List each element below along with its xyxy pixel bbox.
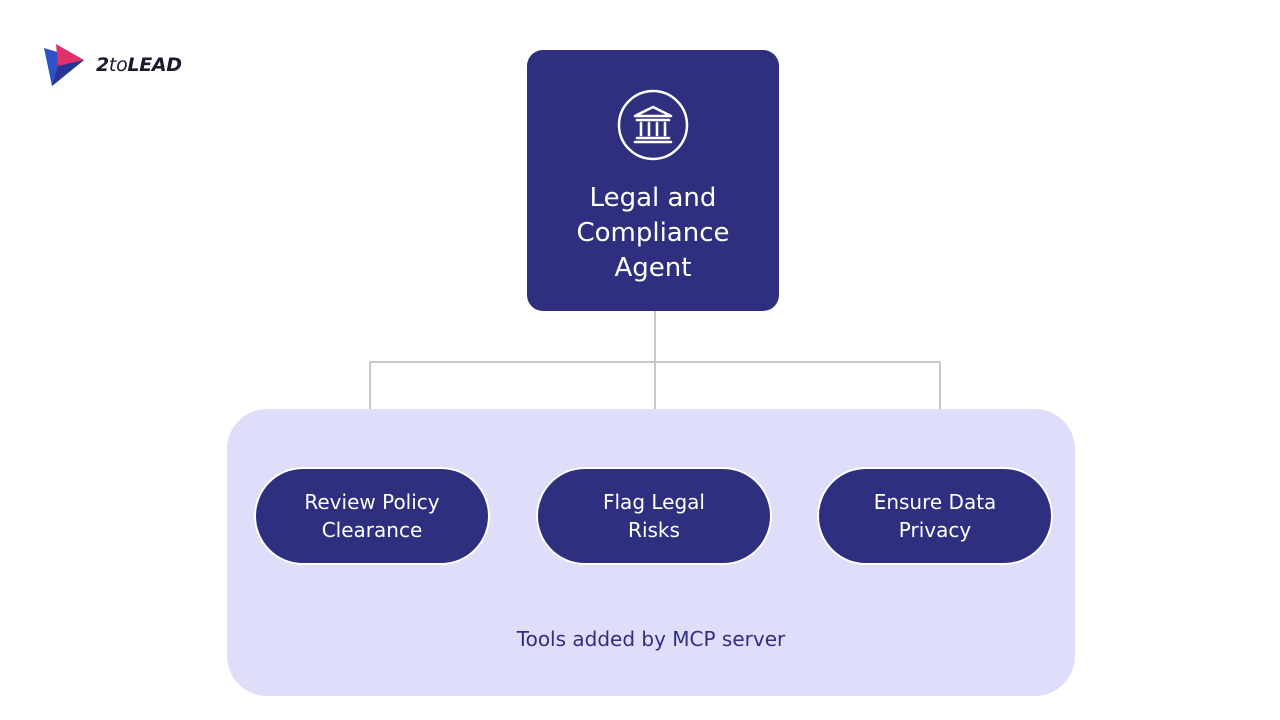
tool-flag-legal-risks: Flag Legal Risks — [536, 467, 772, 565]
brand-logo-text: 2toLEAD — [96, 54, 182, 76]
tool-label: Flag Legal Risks — [603, 490, 705, 542]
tool-ensure-data-privacy: Ensure Data Privacy — [817, 467, 1053, 565]
tool-review-policy-clearance: Review Policy Clearance — [254, 467, 490, 565]
panel-caption: Tools added by MCP server — [516, 627, 786, 651]
tool-label: Review Policy Clearance — [304, 490, 440, 542]
bank-building-icon — [617, 89, 689, 161]
agent-node: Legal and Compliance Agent — [527, 50, 779, 311]
brand-logo: 2toLEAD — [44, 44, 182, 86]
tool-label: Ensure Data Privacy — [873, 490, 997, 542]
brand-logo-icon — [44, 44, 84, 86]
agent-title: Legal and Compliance Agent — [576, 183, 730, 283]
